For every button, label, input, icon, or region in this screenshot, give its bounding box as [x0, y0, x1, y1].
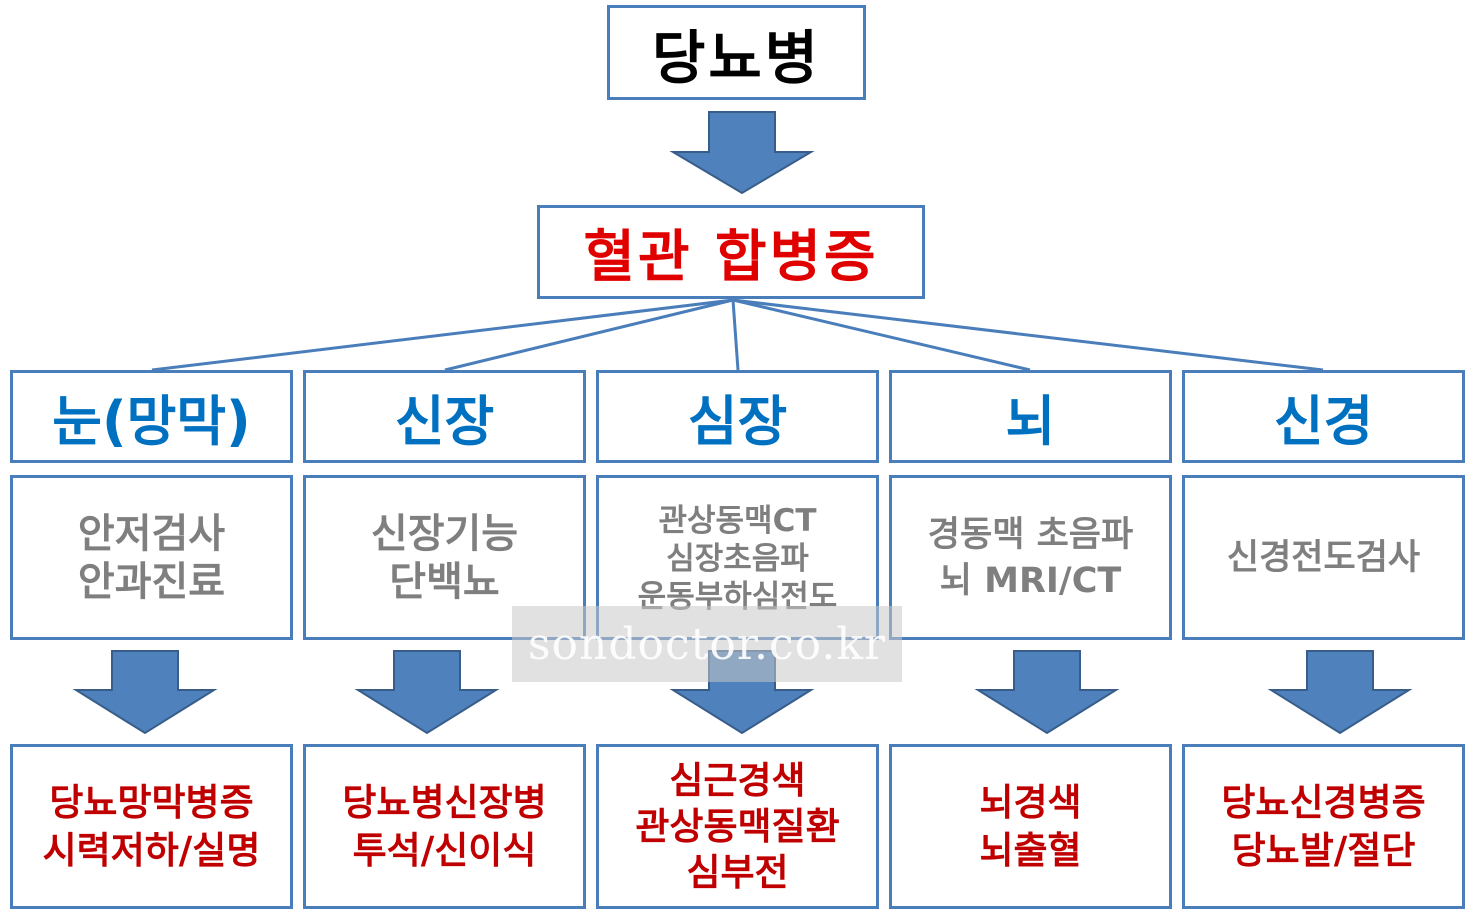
outcome-box-heart: 심근경색 관상동맥질환 심부전: [596, 744, 879, 909]
outcome-item: 뇌출혈: [979, 828, 1082, 872]
connector-line-brain: [732, 298, 1031, 372]
test-item: 단백뇨: [389, 558, 500, 605]
test-item: 안과진료: [77, 558, 226, 605]
test-item: 경동맥 초음파: [927, 514, 1134, 555]
organ-box-heart: 심장: [596, 370, 879, 463]
outcome-item: 당뇨발/절단: [1231, 828, 1416, 872]
outcome-item: 당뇨신경병증: [1221, 780, 1426, 824]
test-box-kidney: 신장기능 단백뇨: [303, 475, 586, 640]
connector-line-heart: [731, 299, 740, 371]
outcome-item: 당뇨망막병증: [49, 780, 254, 824]
organ-box-kidney: 신장: [303, 370, 586, 463]
organ-label: 신장: [394, 390, 495, 453]
test-box-brain: 경동맥 초음파 뇌 MRI/CT: [889, 475, 1172, 640]
test-item: 신장기능: [370, 510, 519, 557]
organ-box-eye: 눈(망막): [10, 370, 293, 463]
outcome-item: 투석/신이식: [352, 828, 537, 872]
connector-line-nerve: [732, 298, 1324, 372]
watermark: sondoctor.co.kr: [512, 606, 902, 682]
organ-box-brain: 뇌: [889, 370, 1172, 463]
complication-box: 혈관 합병증: [537, 205, 925, 299]
outcome-item: 관상동맥질환: [635, 804, 840, 848]
outcome-box-brain: 뇌경색 뇌출혈: [889, 744, 1172, 909]
organ-label: 눈(망막): [52, 390, 251, 453]
outcome-box-kidney: 당뇨병신장병 투석/신이식: [303, 744, 586, 909]
complication-label: 혈관 합병증: [583, 224, 879, 290]
arrow-down-icon: [974, 650, 1120, 735]
organ-label: 심장: [687, 390, 788, 453]
test-item: 신경전도검사: [1226, 537, 1421, 578]
connector-line-kidney: [444, 298, 734, 372]
organ-box-nerve: 신경: [1182, 370, 1465, 463]
test-item: 뇌 MRI/CT: [939, 560, 1122, 601]
test-box-eye: 안저검사 안과진료: [10, 475, 293, 640]
outcome-item: 시력저하/실명: [42, 828, 261, 872]
root-disease-box: 당뇨병: [607, 5, 866, 100]
organ-label: 뇌: [1005, 390, 1056, 453]
connector-line-eye: [151, 298, 734, 372]
test-box-nerve: 신경전도검사: [1182, 475, 1465, 640]
outcome-item: 심부전: [686, 850, 789, 894]
arrow-down-icon: [1267, 650, 1413, 735]
outcome-item: 심근경색: [669, 758, 806, 802]
arrow-down-icon: [72, 650, 218, 735]
outcome-item: 뇌경색: [979, 780, 1082, 824]
test-item: 안저검사: [77, 510, 226, 557]
outcome-box-nerve: 당뇨신경병증 당뇨발/절단: [1182, 744, 1465, 909]
test-item: 관상동맥CT: [658, 503, 817, 539]
outcome-box-eye: 당뇨망막병증 시력저하/실명: [10, 744, 293, 909]
organ-label: 신경: [1273, 390, 1374, 453]
outcome-item: 당뇨병신장병: [342, 780, 547, 824]
root-disease-label: 당뇨병: [651, 23, 822, 92]
arrow-down-icon: [669, 111, 815, 195]
arrow-down-icon: [354, 650, 500, 735]
test-item: 심장초음파: [666, 541, 809, 577]
